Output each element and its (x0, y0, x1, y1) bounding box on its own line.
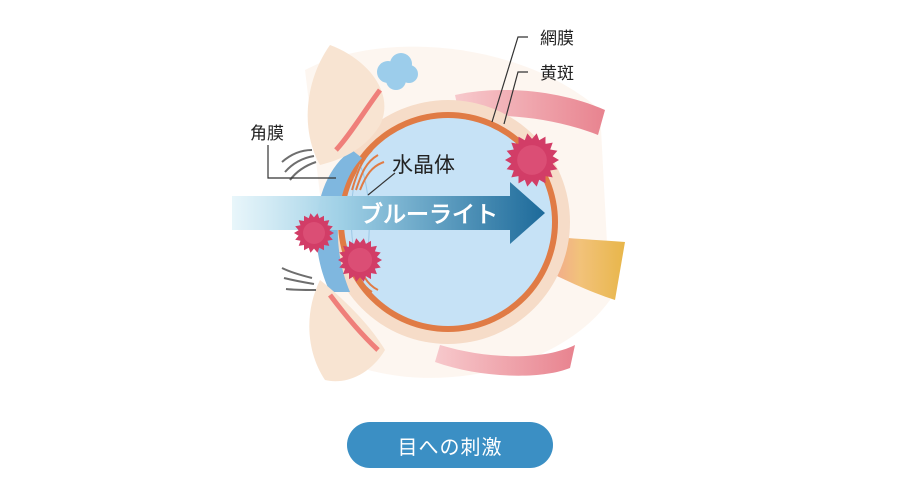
macula-burst-core (517, 145, 547, 175)
caption-text: 目への刺激 (397, 434, 503, 459)
retina-label: 網膜 (540, 29, 574, 49)
lens-burst-core (347, 247, 373, 273)
upper-eyelid (307, 45, 385, 165)
upper-eyelid-edge (334, 88, 383, 152)
cornea-shape (316, 150, 362, 292)
lower-eyelid-edge (328, 293, 380, 352)
lower-blood-vessel (435, 345, 575, 376)
cornea-leader-line (267, 145, 336, 179)
eyelashes (281, 149, 317, 291)
blue-light-label: ブルーライト (360, 201, 498, 228)
cornea-burst-core (303, 222, 325, 244)
lower-eyelid (309, 280, 385, 382)
retina-leader-line (491, 36, 528, 123)
caption-badge: 目への刺激 (347, 422, 553, 468)
macula-label: 黄斑 (540, 64, 574, 84)
tear-gland (377, 53, 418, 90)
macula-leader-line (503, 71, 528, 125)
cornea-label: 角膜 (250, 124, 284, 144)
lens-leader-line (367, 172, 396, 196)
upper-blood-vessel (455, 90, 605, 135)
lens-label: 水晶体 (392, 153, 455, 177)
stimulus-bursts (294, 133, 559, 282)
